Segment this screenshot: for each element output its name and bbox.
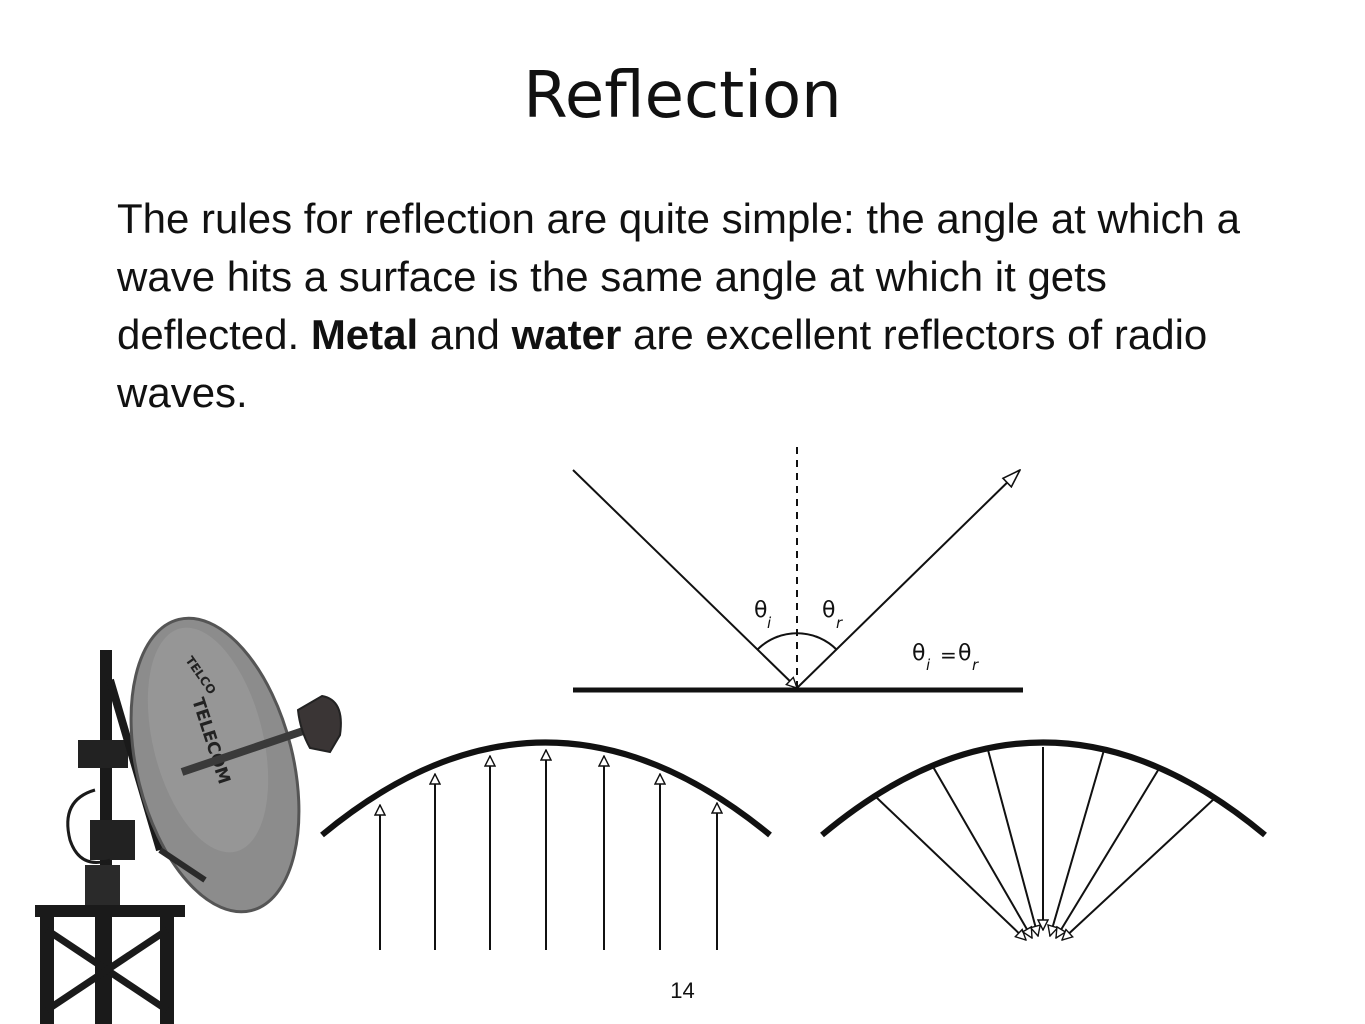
mount-bracket — [85, 865, 120, 905]
body-bold-metal: Metal — [310, 311, 419, 358]
page-title: Reflection — [523, 59, 842, 133]
feed-arm — [180, 724, 314, 776]
parabolic-focus-diagram — [820, 739, 1267, 941]
mount-cable — [66, 788, 111, 864]
page-number: 14 — [670, 978, 695, 1003]
parabolic-reflector-right — [820, 739, 1267, 838]
dish-highlight — [147, 627, 269, 853]
body-text-part-3: are excellent reflectors of radio waves. — [117, 311, 1208, 416]
equation-sub-r: r — [972, 656, 979, 674]
theta-r-symbol: θ — [822, 598, 835, 623]
parabolic-reflector-left — [320, 739, 772, 838]
mount-bracket — [78, 740, 128, 768]
angle-arc — [756, 632, 838, 651]
converging-ray — [875, 796, 1026, 940]
tower-leg-middle — [95, 900, 111, 1024]
converging-ray — [1055, 766, 1161, 938]
satellite-dish-illustration: TELECOM TELCO — [35, 616, 342, 1024]
body-bold-water: water — [511, 311, 622, 358]
lnb-feed-horn — [296, 694, 342, 754]
body-text-part-1: The rules for reflection are quite simpl… — [117, 195, 1240, 358]
mount-bracket — [90, 820, 135, 860]
equation-theta-i: θ — [912, 641, 925, 666]
theta-i-symbol: θ — [754, 598, 767, 623]
equation-theta-r: θ — [958, 641, 971, 666]
equation-sub-i: i — [926, 656, 931, 674]
equation-equals: = — [940, 643, 957, 667]
converging-ray — [1062, 797, 1216, 940]
reflected-ray — [796, 470, 1020, 689]
tower-brace — [45, 927, 169, 1013]
converging-ray — [931, 764, 1033, 938]
converging-ray — [987, 749, 1038, 936]
incident-ray — [572, 469, 797, 688]
converging-ray — [1050, 749, 1105, 936]
feed-arm-lower — [158, 847, 207, 883]
flat-reflection-diagram: θ i θ r θ i = θ r — [572, 447, 1023, 693]
theta-i-subscript: i — [767, 614, 772, 632]
theta-r-subscript: r — [836, 614, 843, 632]
body-paragraph: The rules for reflection are quite simpl… — [117, 190, 1257, 422]
parabolic-incoming-diagram — [320, 739, 772, 950]
body-text-part-2: and — [418, 311, 512, 358]
tower-crossbar — [35, 905, 185, 917]
